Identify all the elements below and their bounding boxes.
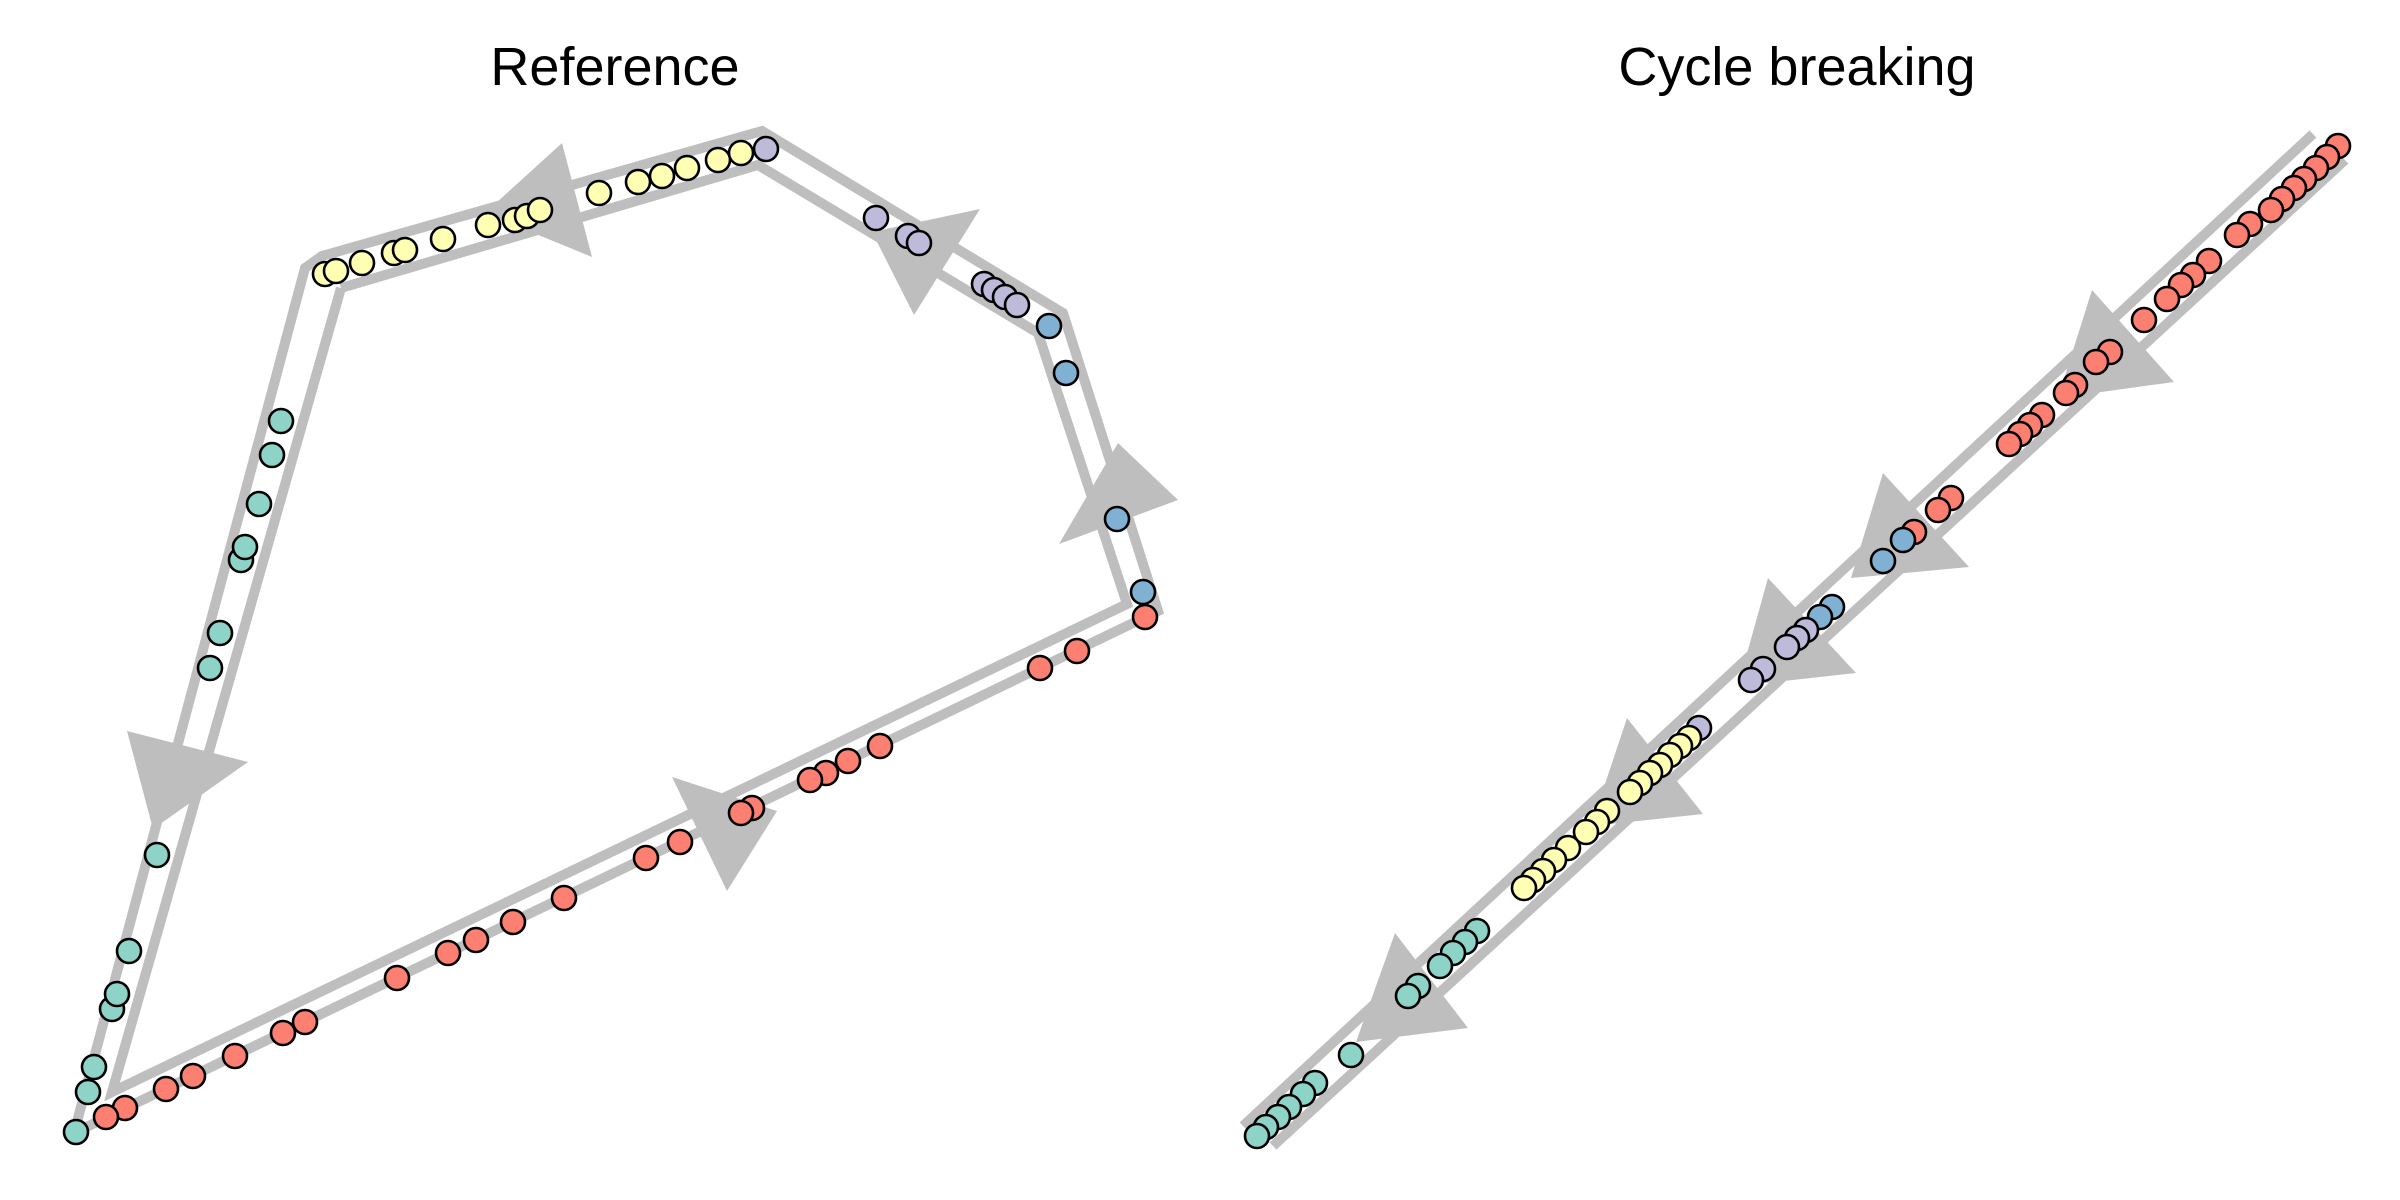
cell-blue [1869, 547, 1897, 575]
cell-red [179, 1062, 207, 1090]
cell-yellow [585, 179, 613, 207]
cycle-breaking-panel: Cycle breaking [1239, 37, 2352, 1150]
cycle-breaking-cells [1243, 132, 2352, 1150]
cell-red [462, 926, 490, 954]
cell-yellow [526, 196, 554, 224]
cell-red [383, 964, 411, 992]
cell-red [2257, 196, 2285, 224]
cell-red [291, 1008, 319, 1036]
cell-yellow [1572, 818, 1600, 846]
cell-red [632, 844, 660, 872]
cell-yellow [704, 146, 732, 174]
cell-teal [80, 1053, 108, 1081]
cell-red [2153, 285, 2181, 313]
cell-teal [74, 1078, 102, 1106]
cell-teal [103, 980, 131, 1008]
cell-red [499, 908, 527, 936]
cell-red [796, 766, 824, 794]
cell-lavender [1737, 666, 1765, 694]
cell-red [269, 1019, 297, 1047]
arrow-left [127, 731, 248, 829]
cell-lavender [905, 229, 933, 257]
cell-red [2052, 379, 2080, 407]
cell-red [1026, 654, 1054, 682]
cell-lavender [752, 135, 780, 163]
cell-yellow [1616, 778, 1644, 806]
cell-yellow [474, 211, 502, 239]
cell-blue [1035, 312, 1063, 340]
cell-yellow [348, 249, 376, 277]
arrow-right [1059, 443, 1178, 544]
arrow-top-right [872, 209, 980, 315]
cell-teal [231, 533, 259, 561]
cell-teal [1394, 982, 1422, 1010]
reference-panel: Reference [62, 37, 1178, 1146]
cell-red [221, 1042, 249, 1070]
cell-teal [267, 407, 295, 435]
cell-lavender [1003, 291, 1031, 319]
cell-yellow [322, 257, 350, 285]
cell-red [1131, 603, 1159, 631]
cell-teal [1243, 1122, 1271, 1150]
cycle-breaking-title: Cycle breaking [1618, 37, 1975, 97]
cell-teal [196, 654, 224, 682]
cell-teal [143, 841, 171, 869]
cell-red [152, 1075, 180, 1103]
reference-trajectory-edges [66, 125, 1165, 1143]
reference-edge-band [66, 125, 1165, 1143]
cell-yellow [727, 139, 755, 167]
cell-red [92, 1103, 120, 1131]
cell-red [1063, 637, 1091, 665]
reference-title: Reference [490, 37, 739, 97]
reference-edge-inner [104, 159, 1134, 1102]
cell-teal [245, 490, 273, 518]
cell-red [550, 884, 578, 912]
cell-yellow [429, 225, 457, 253]
cell-red [2223, 221, 2251, 249]
cell-yellow [391, 236, 419, 264]
cell-red [834, 747, 862, 775]
cell-lavender [1773, 633, 1801, 661]
cell-teal [258, 441, 286, 469]
cell-red [1924, 496, 1952, 524]
cell-blue [1889, 526, 1917, 554]
reference-cells [62, 135, 1159, 1146]
cell-red [727, 799, 755, 827]
cell-teal [1426, 952, 1454, 980]
cell-red [866, 732, 894, 760]
cell-lavender [862, 204, 890, 232]
cell-teal [206, 619, 234, 647]
reference-arrows [127, 143, 1178, 891]
cell-yellow [648, 162, 676, 190]
cell-teal [115, 937, 143, 965]
cell-blue [1129, 578, 1157, 606]
cell-blue [1052, 359, 1080, 387]
cell-teal [1337, 1041, 1365, 1069]
cell-yellow [1510, 874, 1538, 902]
cell-blue [1103, 505, 1131, 533]
cell-yellow [624, 168, 652, 196]
cell-red [1995, 430, 2023, 458]
cell-red [434, 939, 462, 967]
cell-teal [62, 1118, 90, 1146]
cell-red [666, 828, 694, 856]
cell-red [2082, 348, 2110, 376]
cell-red [2130, 306, 2158, 334]
cell-yellow [673, 154, 701, 182]
